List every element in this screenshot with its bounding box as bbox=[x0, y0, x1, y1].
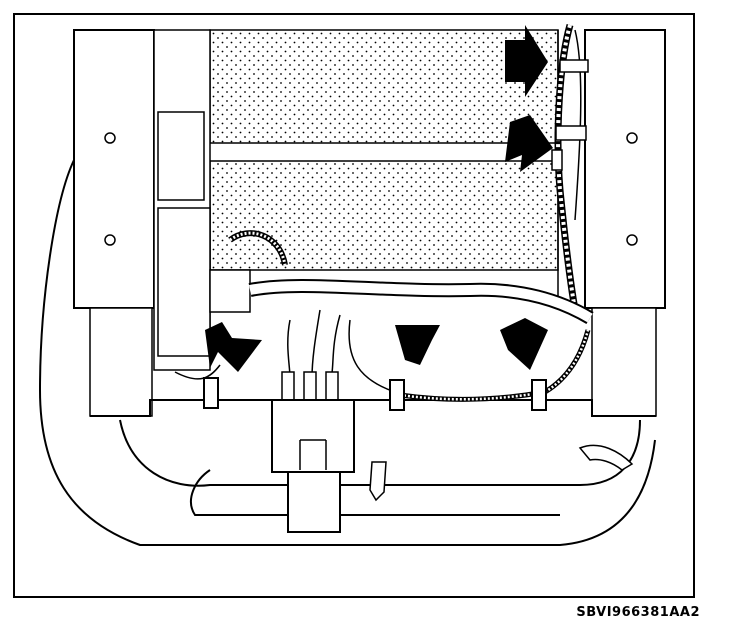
left-actuator bbox=[157, 111, 251, 357]
indicator-arrow bbox=[205, 322, 262, 372]
harness-clip bbox=[203, 377, 547, 411]
right-seat-rail bbox=[584, 29, 666, 417]
release-lever bbox=[578, 444, 634, 471]
bolt-hole bbox=[104, 132, 116, 144]
indicator-arrow bbox=[500, 318, 548, 370]
bolt-hole bbox=[626, 132, 638, 144]
indicator-arrow bbox=[505, 115, 553, 172]
figure-border bbox=[13, 13, 695, 598]
indicator-arrow bbox=[395, 325, 440, 365]
latch bbox=[369, 461, 387, 502]
bolt-hole bbox=[626, 234, 638, 246]
figure-reference-code: SBVI966381AA2 bbox=[576, 605, 700, 620]
bottom-wire-harness bbox=[174, 230, 594, 402]
central-connector bbox=[271, 371, 355, 533]
harness-clip bbox=[551, 59, 589, 171]
bolt-hole bbox=[104, 234, 116, 246]
seat-pan-outline bbox=[38, 159, 656, 546]
indicator-arrow bbox=[505, 25, 548, 97]
